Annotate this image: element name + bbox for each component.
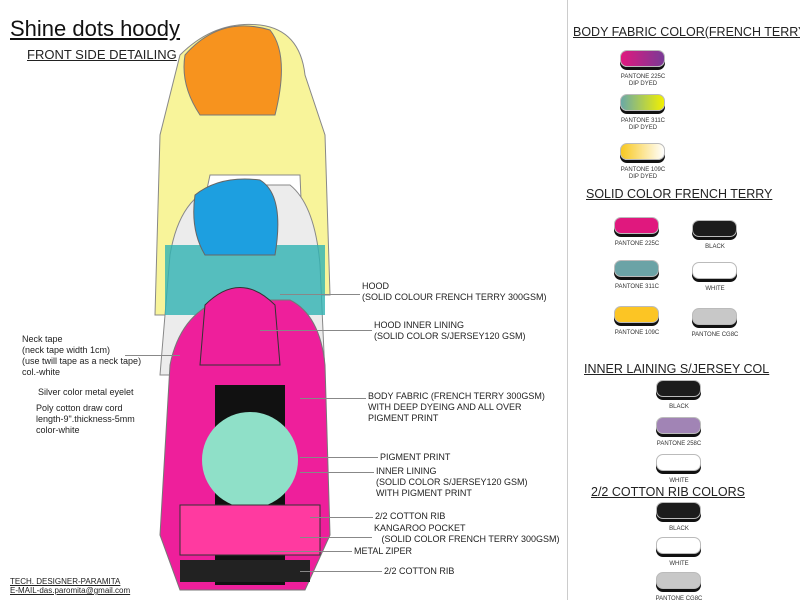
color-swatch <box>656 417 701 434</box>
color-swatch <box>614 306 659 323</box>
color-swatch <box>692 308 737 325</box>
color-swatch <box>614 217 659 234</box>
divider <box>567 0 568 600</box>
swatch-label: BLACK <box>705 244 725 250</box>
inner-heading: INNER LAINING S/JERSEY COL <box>584 362 770 376</box>
swatch-label: PANTONE 225C DIP DYED <box>620 74 666 87</box>
swatch-label: WHITE <box>669 561 689 567</box>
color-swatch <box>656 454 701 471</box>
swatch-label: PANTONE 109C DIP DYED <box>620 167 666 180</box>
color-swatch <box>656 537 701 554</box>
page-title: Shine dots hoody <box>10 16 181 41</box>
swatch-label: PANTONE 311C <box>614 284 659 290</box>
color-swatch <box>620 143 665 160</box>
swatch-label: BLACK <box>669 526 689 532</box>
color-swatch <box>656 380 701 397</box>
color-swatch <box>620 94 665 111</box>
callout-zipper: METAL ZIPER <box>354 546 413 556</box>
callout-pigment-print: PIGMENT PRINT <box>380 452 451 462</box>
page-subtitle: FRONT SIDE DETAILING <box>27 47 177 62</box>
body-fabric-heading: BODY FABRIC COLOR(FRENCH TERRY) <box>573 25 800 39</box>
callout-hood: HOOD (SOLID COLOUR FRENCH TERRY 300GSM) <box>362 281 547 302</box>
color-swatch <box>692 262 737 279</box>
swatch-label: PANTONE 258C <box>656 441 702 447</box>
swatch-label: PANTONE 109C <box>614 330 660 336</box>
color-swatch <box>656 572 701 589</box>
rib-heading: 2/2 COTTON RIB COLORS <box>591 485 745 499</box>
swatch-label: PANTONE CG8C <box>691 332 739 338</box>
callout-draw-cord: Poly cotton draw cord length-9".thicknes… <box>36 403 135 435</box>
color-swatch <box>656 502 701 519</box>
callout-eyelet: Silver color metal eyelet <box>38 387 134 397</box>
swatch-label: PANTONE 311C DIP DYED <box>620 118 665 131</box>
yellow-hoodie <box>154 23 331 316</box>
callout-neck-tape: Neck tape (neck tape width 1cm) (use twi… <box>22 334 142 377</box>
callout-body-fabric: BODY FABRIC (FRENCH TERRY 300GSM) WITH D… <box>368 391 545 423</box>
hoodie-illustrations <box>154 23 331 591</box>
designer-credit: TECH. DESIGNER-PARAMITA <box>10 577 121 586</box>
callout-kangaroo-pocket: KANGAROO POCKET (SOLID COLOR FRENCH TERR… <box>374 523 560 544</box>
callout-inner-lining: INNER LINING (SOLID COLOR S/JERSEY120 GS… <box>376 466 528 498</box>
swatch-label: WHITE <box>669 478 689 484</box>
color-swatch <box>620 50 665 67</box>
callout-rib-cuff: 2/2 COTTON RIB <box>375 511 446 521</box>
swatch-label: BLACK <box>669 404 689 410</box>
swatch-label: WHITE <box>705 286 725 292</box>
swatch-label: PANTONE CG8C <box>655 596 703 602</box>
callout-rib-hem: 2/2 COTTON RIB <box>384 566 455 576</box>
color-swatch <box>692 220 737 237</box>
color-swatch <box>614 260 659 277</box>
solid-heading: SOLID COLOR FRENCH TERRY <box>586 187 773 201</box>
pink-hoodie <box>159 287 331 591</box>
swatch-label: PANTONE 225C <box>614 241 660 247</box>
callout-hood-lining: HOOD INNER LINING (SOLID COLOR S/JERSEY1… <box>374 320 526 341</box>
designer-email: E-MAIL-das.paromita@gmail.com <box>10 586 131 595</box>
